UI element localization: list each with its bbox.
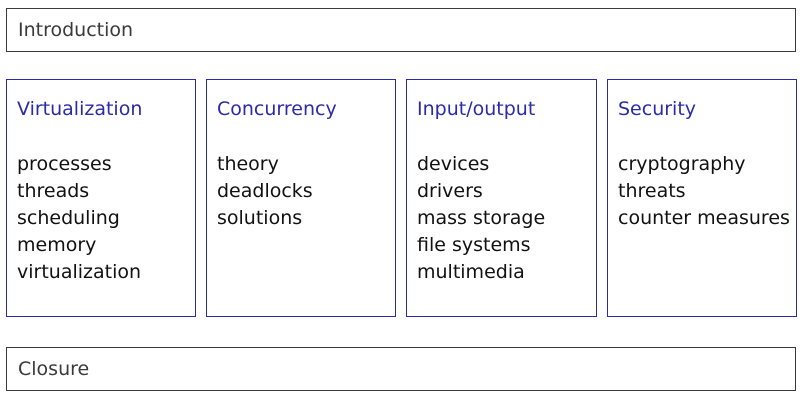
closure-label: Closure: [18, 358, 90, 380]
topic-item: memory: [17, 234, 97, 256]
topic-item: scheduling: [17, 207, 120, 229]
topic-item: counter measures: [618, 207, 790, 229]
topic-item: virtualization: [17, 261, 142, 283]
topic-title: Security: [618, 98, 697, 120]
topic-item-list: processes threads scheduling memory virt…: [17, 151, 195, 286]
topic-item: multimedia: [417, 261, 525, 283]
topic-item-list: devices drivers mass storage file system…: [417, 151, 596, 286]
topic-item: devices: [417, 153, 490, 175]
topic-item: solutions: [217, 207, 303, 229]
topic-box-concurrency: Concurrency theory deadlocks solutions: [206, 79, 396, 317]
topic-item: processes: [17, 153, 112, 175]
closure-box: Closure: [6, 347, 796, 391]
topic-item: file systems: [417, 234, 531, 256]
topic-item: cryptography: [618, 153, 746, 175]
topic-title: Virtualization: [17, 98, 143, 120]
topic-item: threads: [17, 180, 90, 202]
topic-title: Concurrency: [217, 98, 337, 120]
topic-item-list: theory deadlocks solutions: [217, 151, 395, 232]
introduction-box: Introduction: [6, 8, 796, 52]
introduction-label: Introduction: [18, 19, 134, 41]
topic-item: deadlocks: [217, 180, 313, 202]
topic-item: threats: [618, 180, 686, 202]
topic-box-input-output: Input/output devices drivers mass storag…: [406, 79, 597, 317]
topic-box-security: Security cryptography threats counter me…: [607, 79, 797, 317]
topic-item: mass storage: [417, 207, 546, 229]
topic-item: drivers: [417, 180, 483, 202]
topic-item: theory: [217, 153, 279, 175]
topic-item-list: cryptography threats counter measures: [618, 151, 796, 232]
topic-title: Input/output: [417, 98, 536, 120]
topic-box-virtualization: Virtualization processes threads schedul…: [6, 79, 196, 317]
